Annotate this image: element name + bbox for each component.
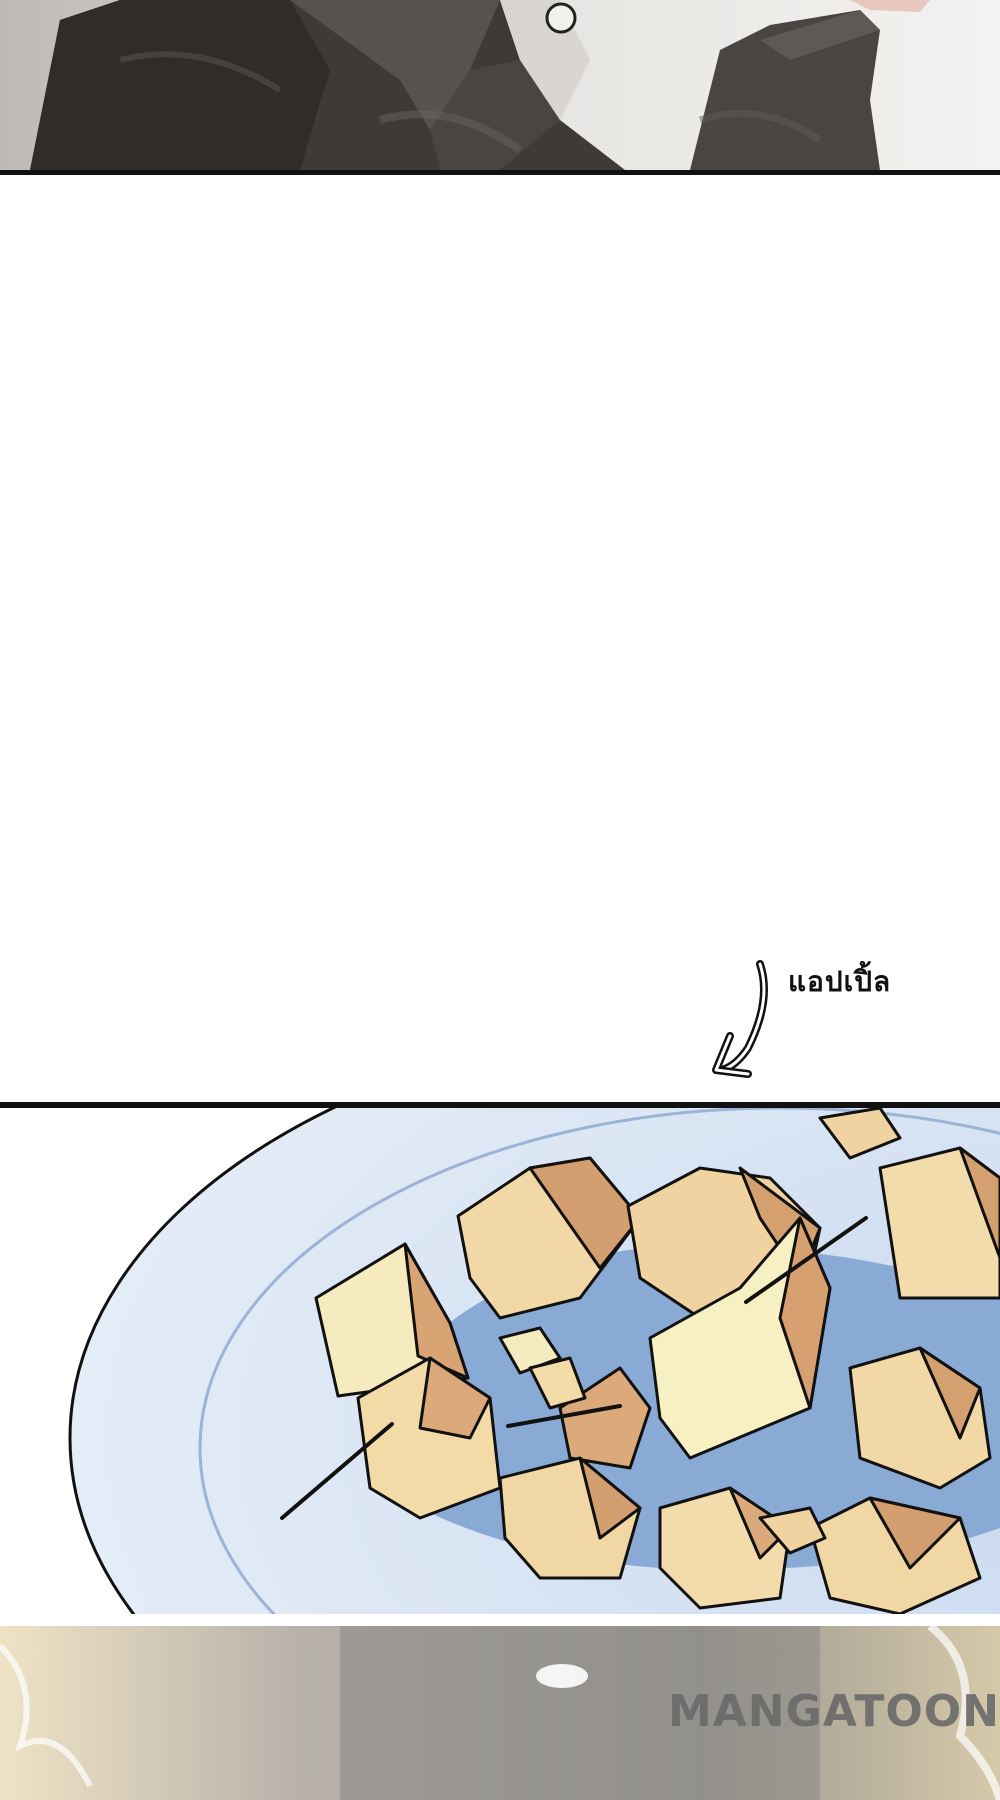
caption-apple: แอปเปิ้ล	[788, 965, 892, 998]
cut-lines	[280, 1216, 868, 1520]
apple-plate-illustration	[68, 1108, 1000, 1614]
button-icon	[545, 2, 577, 34]
suit-illustration	[0, 0, 1000, 170]
bottom-scene-illustration	[0, 1626, 1000, 1800]
light-icon	[536, 1664, 588, 1688]
apple-plate-panel	[0, 1102, 1000, 1632]
top-illustration-panel	[0, 0, 1000, 175]
blank-panel	[0, 175, 1000, 1100]
bottom-scene-panel	[0, 1626, 1000, 1800]
apple-pieces	[314, 1108, 1000, 1614]
mangatoon-watermark: MANGATOON	[667, 1686, 1000, 1737]
